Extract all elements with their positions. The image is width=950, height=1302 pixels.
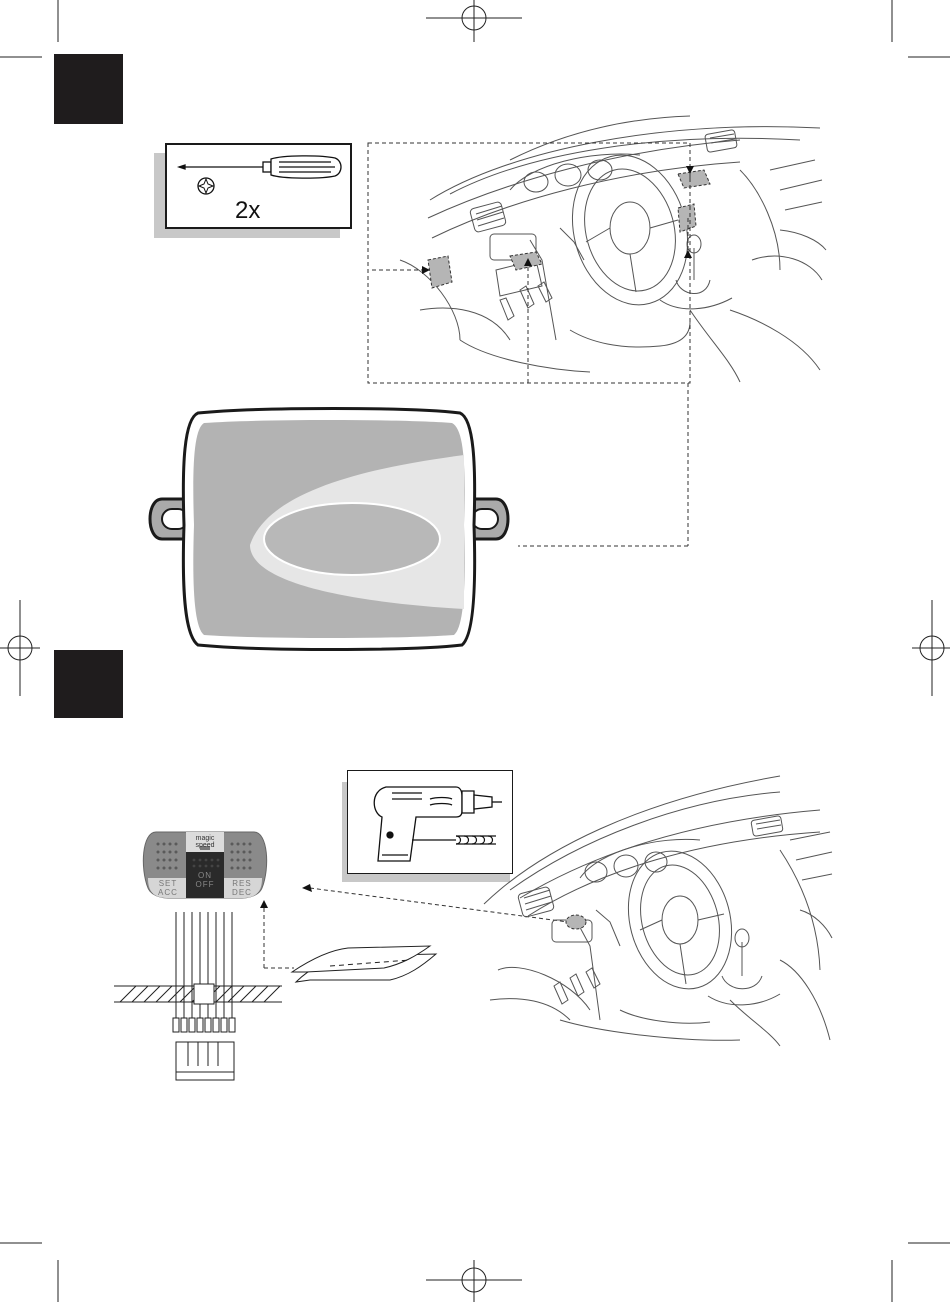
set-acc-button[interactable]: SET ACC — [150, 879, 186, 897]
section-tab-2 — [54, 650, 123, 718]
screwdriver-tool-box: 2x — [165, 143, 352, 229]
set-label: SET — [150, 879, 186, 888]
on-label: ON — [186, 871, 224, 880]
brand-label: magic speed — [186, 835, 224, 849]
phillips-cross-icon — [195, 175, 217, 197]
section-tab-1 — [54, 54, 123, 124]
off-label: OFF — [186, 880, 224, 889]
control-unit-box — [140, 405, 520, 655]
adhesive-tape-strip — [290, 942, 440, 990]
on-off-button[interactable]: ON OFF — [186, 871, 224, 889]
quantity-label: 2x — [235, 197, 260, 225]
acc-label: ACC — [150, 888, 186, 897]
car-dashboard-pad-location — [480, 770, 840, 1050]
